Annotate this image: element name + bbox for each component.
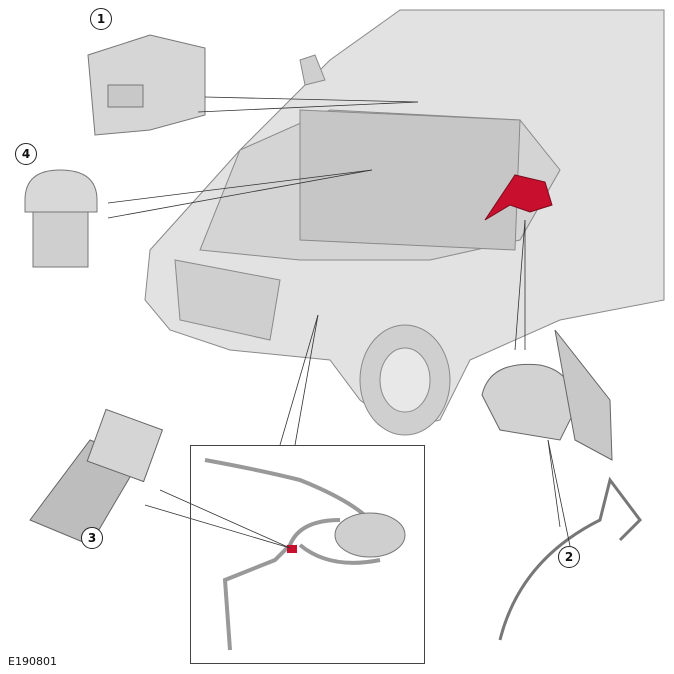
figure-reference: E190801 <box>8 655 57 668</box>
callout-4: 4 <box>15 143 37 165</box>
control-module <box>87 34 206 136</box>
highlight-fitting <box>287 545 297 553</box>
leader-lines <box>107 96 571 549</box>
mirror-assembly <box>481 329 642 641</box>
sensor <box>24 169 98 268</box>
callout-3: 3 <box>81 527 103 549</box>
ac-hoses <box>204 458 406 651</box>
inset-frame <box>190 445 425 664</box>
pressure-switch <box>29 408 164 546</box>
callout-1: 1 <box>90 8 112 30</box>
mirror-highlight <box>484 174 553 221</box>
callout-2: 2 <box>558 546 580 568</box>
vehicle <box>144 9 665 436</box>
